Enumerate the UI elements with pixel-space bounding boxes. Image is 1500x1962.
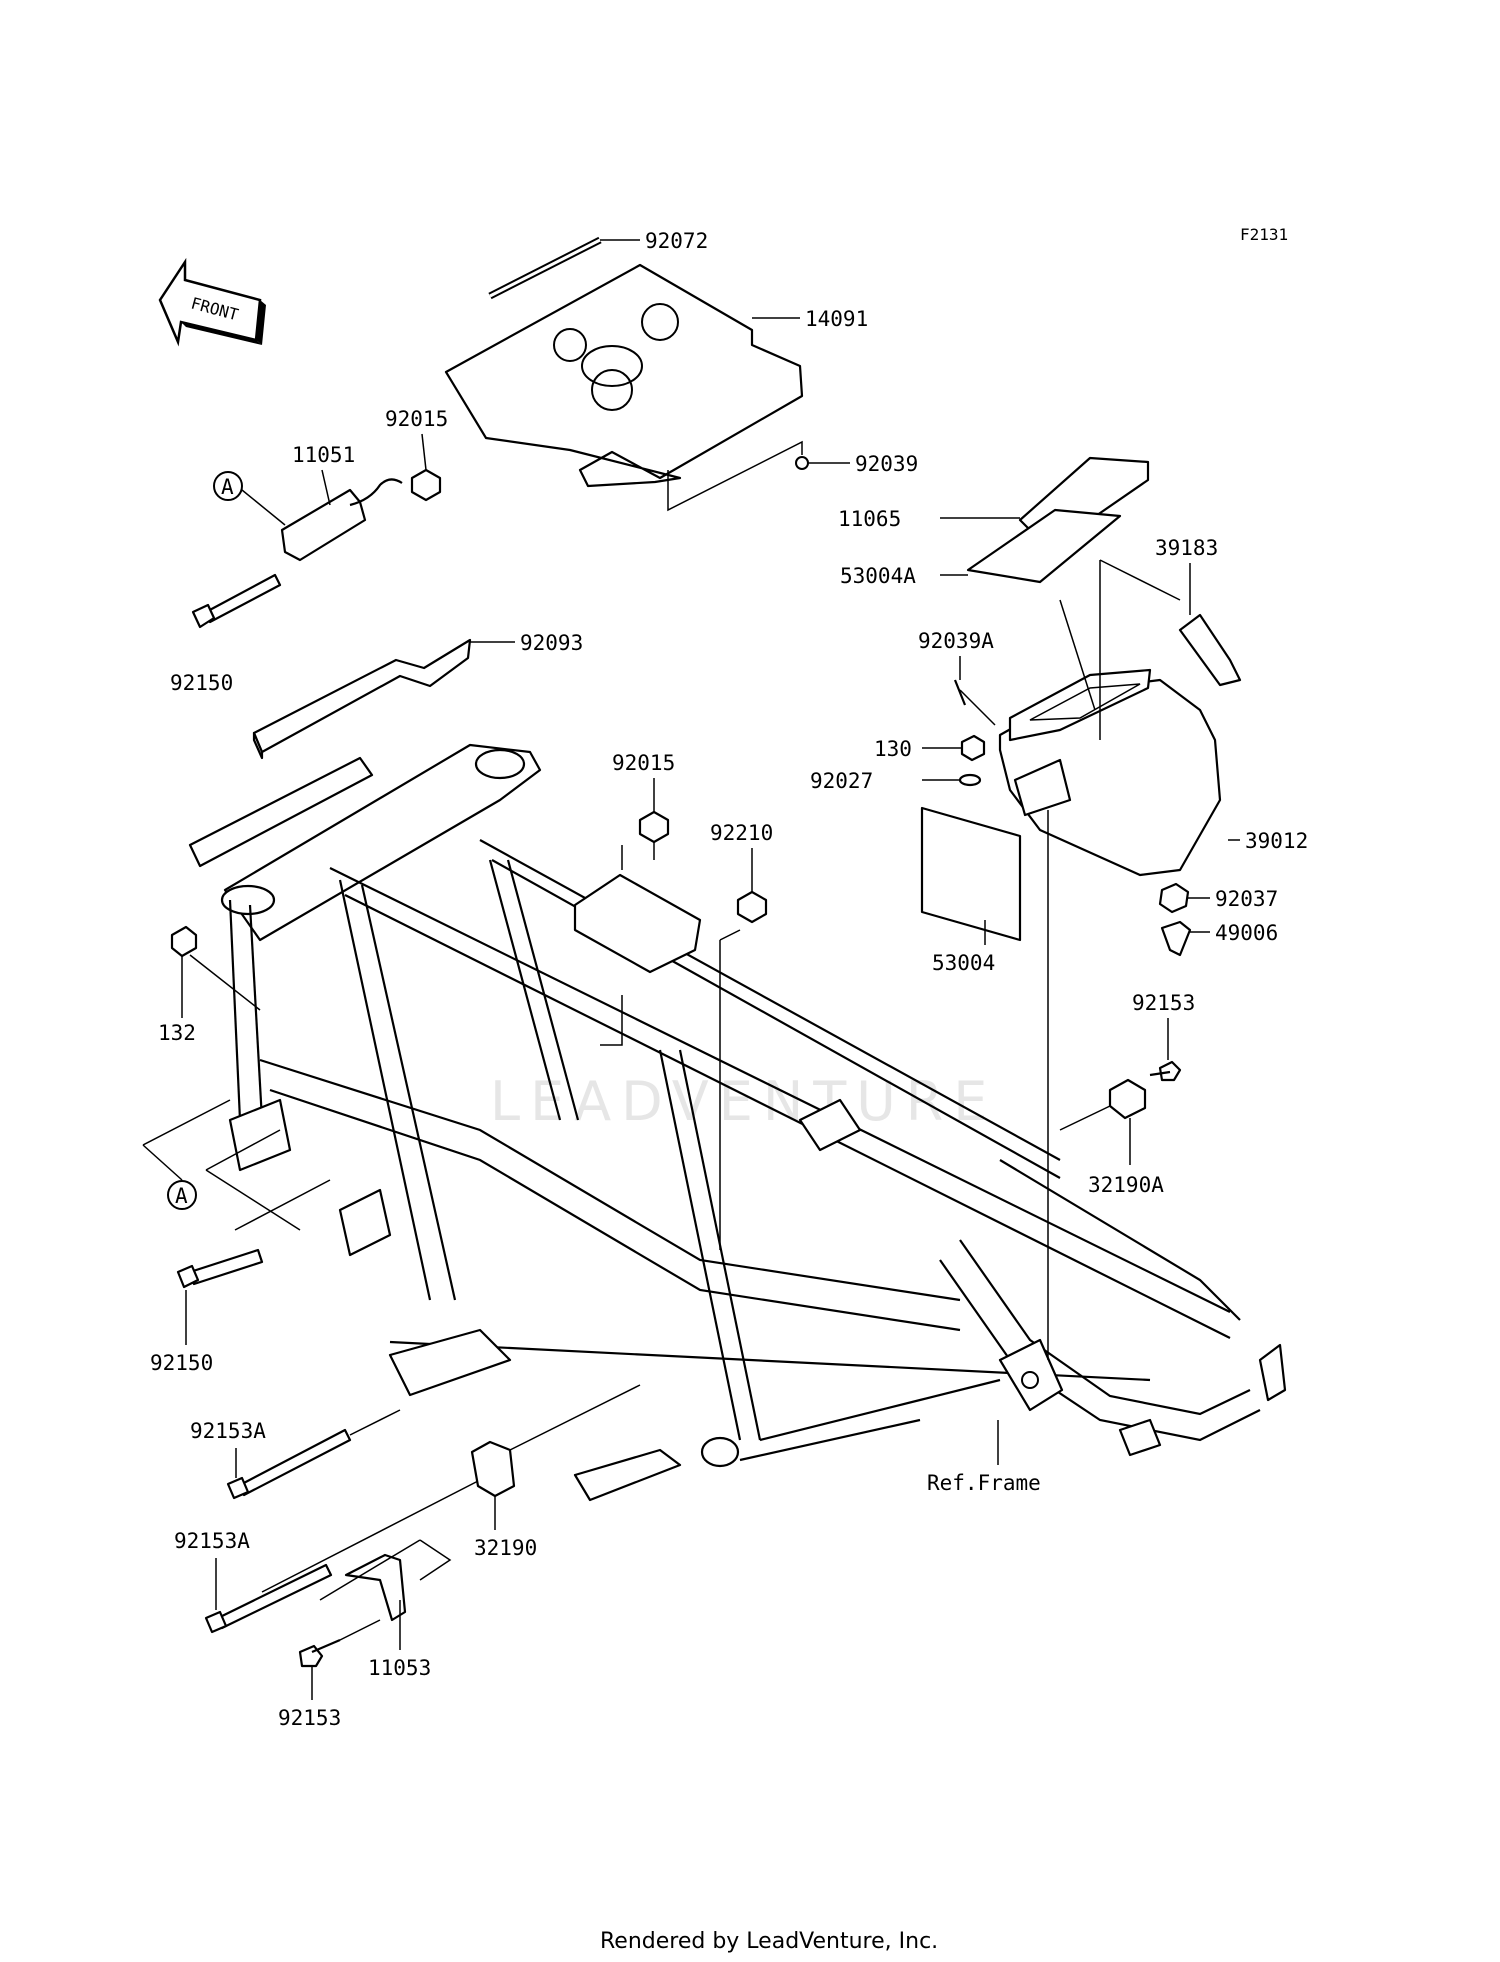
label-92027: 92027 [810, 769, 873, 793]
pad-92093 [252, 638, 472, 754]
callout-a-top [213, 471, 243, 501]
footer-credit: Rendered by LeadVenture, Inc. [600, 1929, 938, 1954]
label-92153-bottom: 92153 [278, 1706, 341, 1730]
label-92037: 92037 [1215, 887, 1278, 911]
label-92150-bottom: 92150 [150, 1351, 213, 1375]
label-92015-mid: 92015 [612, 751, 675, 775]
label-130: 130 [874, 737, 912, 761]
air-box-39012 [998, 668, 1222, 877]
label-92039A: 92039A [918, 629, 994, 653]
diagram-code: F2131 [1240, 225, 1288, 244]
label-92093: 92093 [520, 631, 583, 655]
label-132: 132 [158, 1021, 196, 1045]
main-frame [188, 743, 1287, 1502]
label-39012: 39012 [1245, 829, 1308, 853]
foam-53004 [920, 806, 1022, 942]
bolt-92150-bottom [176, 1248, 264, 1289]
front-arrow-icon: FRONT [158, 257, 266, 347]
ref-frame-label: Ref.Frame [927, 1471, 1041, 1495]
bracket-11051 [280, 488, 367, 562]
label-49006: 49006 [1215, 921, 1278, 945]
bolt-92153a-lower [204, 1563, 333, 1634]
filter-53004A [966, 508, 1122, 584]
label-11065: 11065 [838, 507, 901, 531]
label-14091: 14091 [805, 307, 868, 331]
callout-a-bottom-label: A [175, 1184, 188, 1208]
label-53004: 53004 [932, 951, 995, 975]
label-32190: 32190 [474, 1536, 537, 1560]
label-11051: 11051 [292, 443, 355, 467]
label-53004A: 53004A [840, 564, 916, 588]
skid-plate [444, 236, 804, 488]
label-39183: 39183 [1155, 536, 1218, 560]
plate-32190 [470, 1440, 516, 1498]
label-92153-right: 92153 [1132, 991, 1195, 1015]
label-92153a-2: 92153A [174, 1529, 250, 1553]
bolt-92150-top [191, 573, 282, 629]
label-92015-top: 92015 [385, 407, 448, 431]
label-92072: 92072 [645, 229, 708, 253]
label-92210: 92210 [710, 821, 773, 845]
label-92039: 92039 [855, 452, 918, 476]
callout-a-bottom [167, 1180, 197, 1210]
callout-a-top-label: A [221, 475, 234, 499]
label-32190A: 32190A [1088, 1173, 1164, 1197]
bracket-11053 [344, 1553, 407, 1622]
label-92153a-1: 92153A [190, 1419, 266, 1443]
bolt-92153a-upper [226, 1428, 352, 1500]
label-92150-top: 92150 [170, 671, 233, 695]
label-11053: 11053 [368, 1656, 431, 1680]
